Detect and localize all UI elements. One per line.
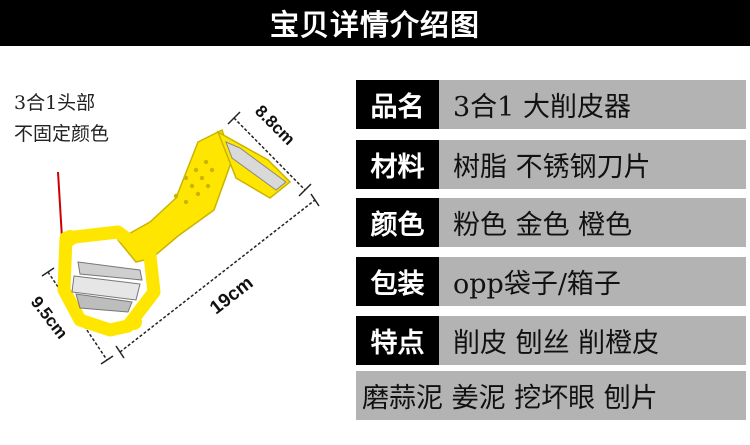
- spec-label: 特点: [356, 316, 439, 365]
- spec-row-packaging: 包装 opp袋子/箱子: [356, 257, 746, 306]
- spec-value: 削皮 刨丝 削橙皮: [453, 328, 660, 359]
- spec-row-features-extra: 磨蒜泥 姜泥 挖坏眼 刨片: [356, 371, 746, 420]
- spec-label: 材料: [356, 140, 439, 189]
- spec-label: 品名: [356, 80, 439, 129]
- spec-value: 3合1 大削皮器: [453, 92, 631, 123]
- page-title-banner: 宝贝详情介绍图: [0, 0, 750, 46]
- spec-value: opp袋子/箱子: [453, 269, 621, 300]
- pointer-line: [57, 171, 63, 239]
- blade-top: [225, 141, 287, 191]
- blade-bottom: [71, 261, 143, 313]
- spec-value-extra: 磨蒜泥 姜泥 挖坏眼 刨片: [362, 383, 658, 414]
- peeler-illustration: 8.8cm 19cm 9.5cm: [27, 101, 320, 365]
- spec-value: 树脂 不锈钢刀片: [453, 152, 651, 183]
- spec-label: 颜色: [356, 198, 439, 247]
- spec-row-features: 特点 削皮 刨丝 削橙皮: [356, 316, 746, 365]
- color-note: 3合1头部 不固定颜色: [14, 88, 109, 150]
- spec-label: 包装: [356, 257, 439, 306]
- page-title: 宝贝详情介绍图: [269, 8, 480, 42]
- spec-value: 粉色 金色 橙色: [453, 210, 633, 241]
- note-line-1: 3合1头部: [14, 92, 96, 114]
- dimension-top-label: 8.8cm: [251, 101, 299, 149]
- note-line-2: 不固定颜色: [14, 123, 110, 145]
- spec-row-material: 材料 树脂 不锈钢刀片: [356, 140, 746, 189]
- spec-row-color: 颜色 粉色 金色 橙色: [356, 198, 746, 247]
- spec-row-name: 品名 3合1 大削皮器: [356, 80, 746, 129]
- dimension-length-label: 19cm: [206, 272, 257, 318]
